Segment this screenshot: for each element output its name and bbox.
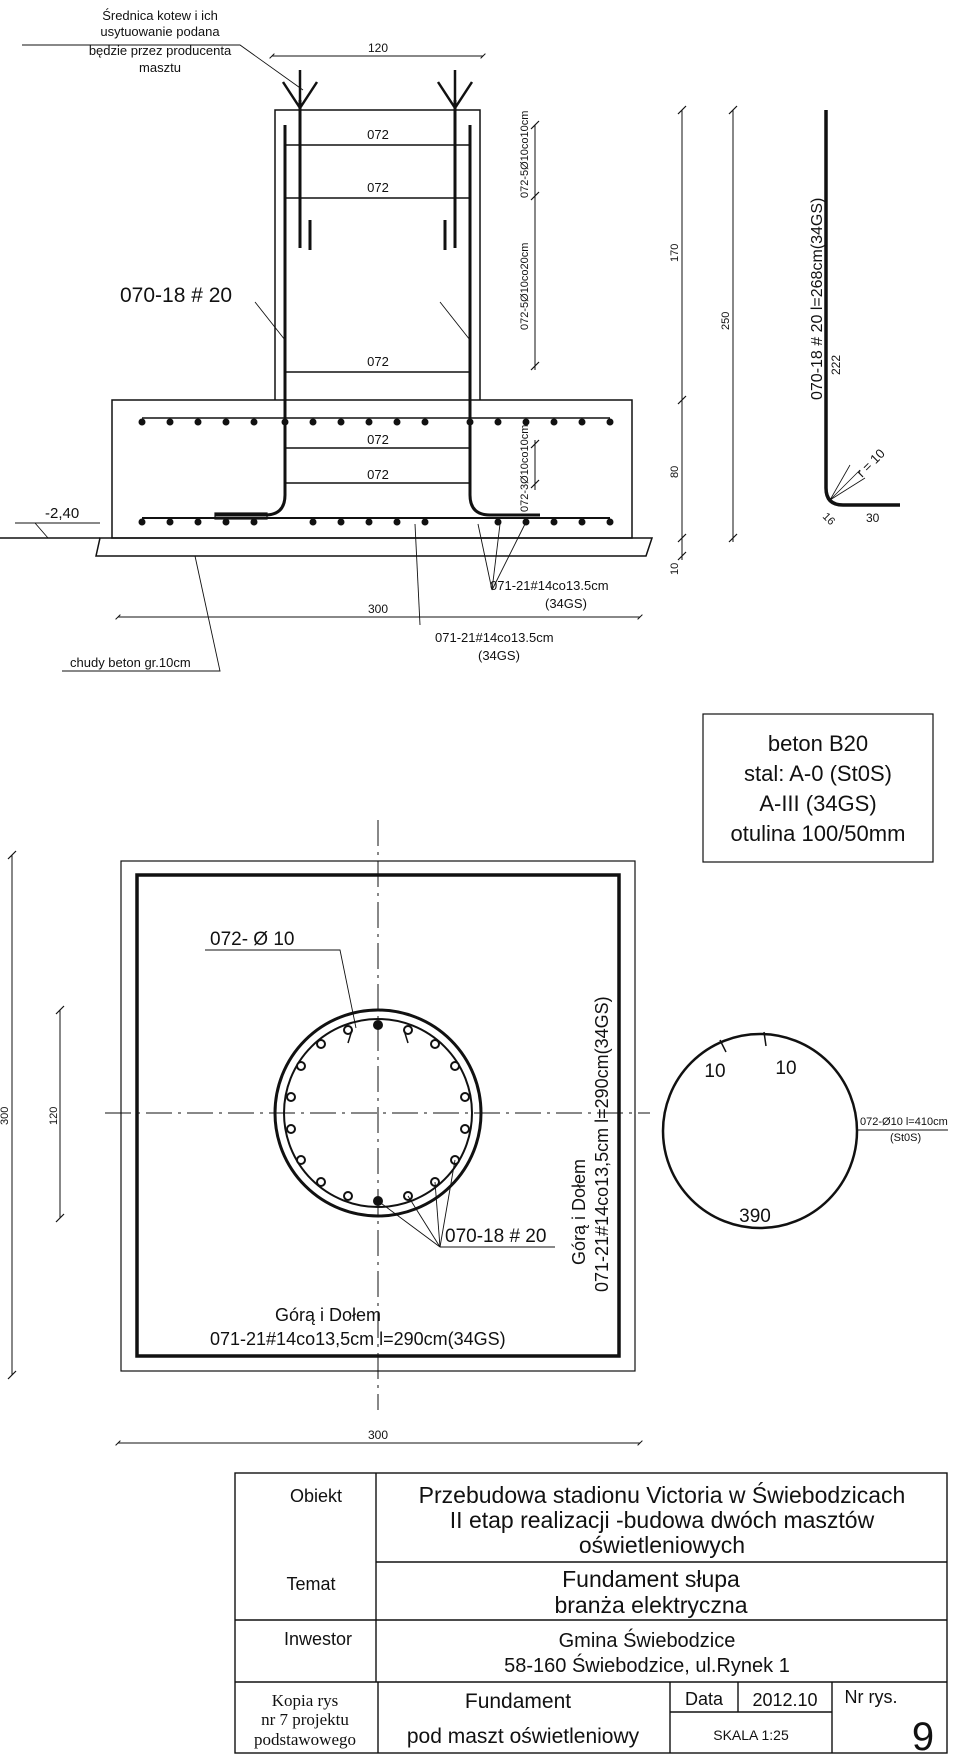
- fund-line: pod maszt oświetleniowy: [407, 1725, 640, 1748]
- material-line: beton B20: [768, 731, 868, 756]
- material-line: stal: A-0 (St0S): [744, 761, 892, 786]
- fund-line: Fundament: [465, 1690, 571, 1713]
- bar-shape-len: 222: [829, 355, 843, 375]
- lean-concrete-label: chudy beton gr.10cm: [70, 655, 191, 670]
- obiekt-label: Obiekt: [290, 1486, 342, 1506]
- elevation-view: [0, 44, 738, 672]
- ring-texts: 10 10 390 072-Ø10 l=410cm (St0S): [704, 1058, 947, 1227]
- stirrup-label: 072: [367, 467, 389, 482]
- rebar-dots-bottom: [138, 518, 614, 526]
- obiekt-line: Przebudowa stadionu Victoria w Świebodzi…: [419, 1481, 906, 1508]
- level-label: -2,40: [45, 505, 79, 522]
- plan-label-070: 070-18 # 20: [445, 1226, 546, 1247]
- stirrup-label: 072: [367, 354, 389, 369]
- material-line: otulina 100/50mm: [731, 821, 906, 846]
- vert-072-top: 072-5Ø10co10cm: [519, 111, 531, 198]
- kopia-line: nr 7 projektu: [261, 1710, 349, 1729]
- plan-dim-120: 120: [48, 1107, 60, 1125]
- plan-top-bottom-vert: Górą i Dołem: [569, 1159, 589, 1265]
- nr-label: Nr rys.: [845, 1687, 898, 1707]
- elevation-texts: Średnica kotew i ich usytuowanie podana …: [45, 8, 732, 670]
- plan-dim-300-bottom: 300: [368, 1428, 388, 1442]
- title-block: [234, 1472, 948, 1754]
- obiekt-line: II etap realizacji -budowa dwóch masztów: [450, 1507, 875, 1533]
- bar-shape-radius: r = 10: [854, 446, 888, 480]
- temat-line: Fundament słupa: [562, 1566, 740, 1592]
- bar-070-label: 070-18 # 20: [120, 284, 232, 307]
- plan-top-bottom-horiz: 071-21#14co13,5cm l=290cm(34GS): [210, 1329, 506, 1349]
- dim-80: 80: [669, 466, 681, 478]
- temat-line: branża elektryczna: [554, 1592, 747, 1618]
- dim-120-label: 120: [368, 41, 388, 55]
- stirrup-label: 072: [367, 127, 389, 142]
- scale: SKALA 1:25: [713, 1727, 789, 1743]
- ring-shape: [661, 1031, 948, 1230]
- anchor-note-line: Średnica kotew i ich: [102, 8, 218, 23]
- dim-300-label: 300: [368, 602, 388, 616]
- ring-d1: 10: [704, 1061, 725, 1082]
- ring-label: 072-Ø10 l=410cm: [860, 1116, 948, 1128]
- plan-dim-300: 300: [0, 1107, 11, 1125]
- bar-071-b: (34GS): [478, 648, 520, 663]
- inwestor-line: Gmina Świebodzice: [559, 1628, 736, 1652]
- rebar-dots-top: [138, 418, 614, 426]
- ring-len: 390: [739, 1206, 771, 1227]
- inwestor-line: 58-160 Świebodzice, ul.Rynek 1: [504, 1653, 790, 1677]
- ring-label: (St0S): [890, 1132, 921, 1144]
- bar-071-a: 071-21#14co13.5cm: [490, 578, 609, 593]
- bar-071-b: 071-21#14co13.5cm: [435, 630, 554, 645]
- inwestor-label: Inwestor: [284, 1629, 352, 1649]
- title-block-texts: Obiekt Przebudowa stadionu Victoria w Św…: [254, 1481, 934, 1755]
- anchor-note-line: masztu: [139, 60, 181, 75]
- kopia-line: Kopia rys: [272, 1691, 339, 1710]
- plan-top-bottom-horiz: Górą i Dołem: [275, 1305, 381, 1325]
- anchor-note-line: usytuowanie podana: [100, 24, 220, 39]
- plan-label-072: 072- Ø 10: [210, 929, 295, 950]
- anchor-note-line: będzie przez producenta: [89, 43, 232, 58]
- plan-view: [7, 820, 650, 1446]
- ring-d2: 10: [775, 1058, 796, 1079]
- vert-072-low: 072-3Ø10co10cm: [519, 425, 531, 512]
- stirrup-label: 072: [367, 180, 389, 195]
- vert-072-mid: 072-5Ø10co20cm: [519, 243, 531, 330]
- bar-071-a: (34GS): [545, 596, 587, 611]
- bar-shape-16: 16: [820, 511, 837, 528]
- stirrup-label: 072: [367, 432, 389, 447]
- bar-shape-label: 070-18 # 20 l=268cm(34GS): [809, 198, 826, 400]
- material-line: A-III (34GS): [759, 791, 876, 816]
- temat-label: Temat: [286, 1574, 335, 1594]
- nr-value: 9: [912, 1715, 934, 1755]
- materials-box: beton B20 stal: A-0 (St0S) A-III (34GS) …: [702, 713, 934, 863]
- data-label: Data: [685, 1689, 724, 1709]
- obiekt-line: oświetleniowych: [579, 1532, 745, 1558]
- bar-shape-30: 30: [866, 511, 880, 525]
- bar-shape: [824, 110, 900, 507]
- kopia-line: podstawowego: [254, 1730, 356, 1749]
- plan-texts: 072- Ø 10 070-18 # 20 Górą i Dołem 071-2…: [0, 929, 612, 1442]
- data-value: 2012.10: [752, 1690, 817, 1710]
- dim-170: 170: [669, 244, 681, 262]
- plan-top-bottom-vert: 071-21#14co13,5cm l=290cm(34GS): [592, 996, 612, 1292]
- dim-250: 250: [720, 312, 732, 330]
- dim-10: 10: [669, 563, 681, 575]
- bar-shape-texts: 070-18 # 20 l=268cm(34GS) 222 r = 10 16 …: [809, 198, 888, 528]
